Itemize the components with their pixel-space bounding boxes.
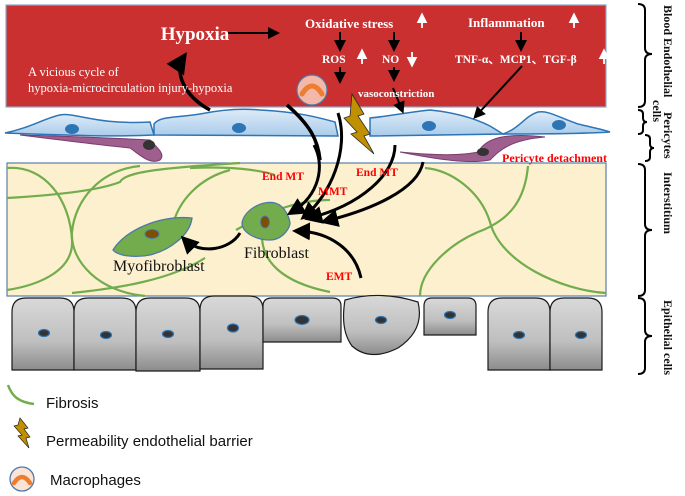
interstitium-layer-label: Interstitium bbox=[661, 172, 675, 234]
vasoconstriction-label: vasoconstriction bbox=[358, 88, 434, 100]
epithelial-layer-label: Epithelial cells bbox=[661, 300, 675, 375]
epithelial-cells bbox=[11, 294, 603, 372]
lightning-bolt-icon bbox=[13, 417, 31, 449]
myofibroblast-nucleus bbox=[144, 229, 160, 239]
endmt-right-label: End MT bbox=[356, 167, 398, 179]
endothelial-nucleus bbox=[552, 120, 566, 130]
fibroblast-nucleus bbox=[260, 215, 270, 229]
legend-label-macrophages: Macrophages bbox=[50, 472, 141, 489]
pericyte-left bbox=[19, 134, 163, 162]
inflammation-label: Inflammation bbox=[468, 15, 545, 30]
legend-label-permeability: Permeability endothelial barrier bbox=[46, 433, 253, 450]
change-arrows bbox=[356, 12, 610, 68]
cycle-text-line2: hypoxia-microcirculation injury-hypoxia bbox=[28, 81, 233, 95]
pericyte-nucleus bbox=[143, 140, 155, 150]
hypoxia-label: Hypoxia bbox=[161, 24, 230, 45]
cytokines-label: TNF-α、MCP1、TGF-β bbox=[455, 54, 577, 66]
layer-labels: Blood Endothelial cells Pericytes Inters… bbox=[650, 5, 675, 375]
blood-layer-label: Blood bbox=[661, 5, 675, 35]
endothelial-nucleus bbox=[232, 123, 246, 133]
layer-braces bbox=[637, 3, 655, 375]
endothelial-nucleus bbox=[422, 121, 436, 131]
blood-arrows bbox=[166, 27, 527, 119]
mmt-label: MMT bbox=[318, 186, 348, 198]
transition-arrows bbox=[180, 103, 425, 279]
pericyte-detachment-label: Pericyte detachment bbox=[502, 151, 607, 165]
pericyte-detaching bbox=[399, 134, 546, 163]
endothelial-nucleus bbox=[65, 124, 79, 134]
oxidative-stress-label: Oxidative stress bbox=[305, 16, 393, 31]
ros-label: ROS bbox=[322, 54, 346, 66]
endothelial-cell bbox=[369, 109, 506, 137]
lightning-bolt bbox=[343, 92, 375, 155]
emt-label: EMT bbox=[326, 271, 353, 283]
fibrosis-line-icon bbox=[6, 384, 35, 406]
cycle-text-line1: A vicious cycle of bbox=[28, 65, 119, 79]
epithelial-cell bbox=[199, 295, 264, 370]
epithelial-nuclei bbox=[37, 310, 588, 340]
endothelial-cell bbox=[153, 108, 339, 137]
endmt-left-label: End MT bbox=[262, 171, 304, 183]
pericytes-layer-label: Pericytes bbox=[661, 112, 675, 159]
pericyte-nucleus bbox=[477, 148, 489, 156]
fibroblast-label: Fibroblast bbox=[244, 245, 309, 262]
endothelial-cell bbox=[4, 113, 156, 137]
myofibroblast-label: Myofibroblast bbox=[113, 258, 205, 275]
no-label: NO bbox=[382, 54, 399, 66]
macrophage bbox=[296, 74, 328, 106]
endothelial-layer-label-2: cells bbox=[650, 100, 664, 122]
legend-label-fibrosis: Fibrosis bbox=[46, 395, 99, 412]
legend: Fibrosis Permeability endothelial barrie… bbox=[6, 384, 253, 492]
endothelial-layer-label: Endothelial bbox=[661, 38, 675, 98]
epithelial-cell bbox=[342, 294, 420, 356]
